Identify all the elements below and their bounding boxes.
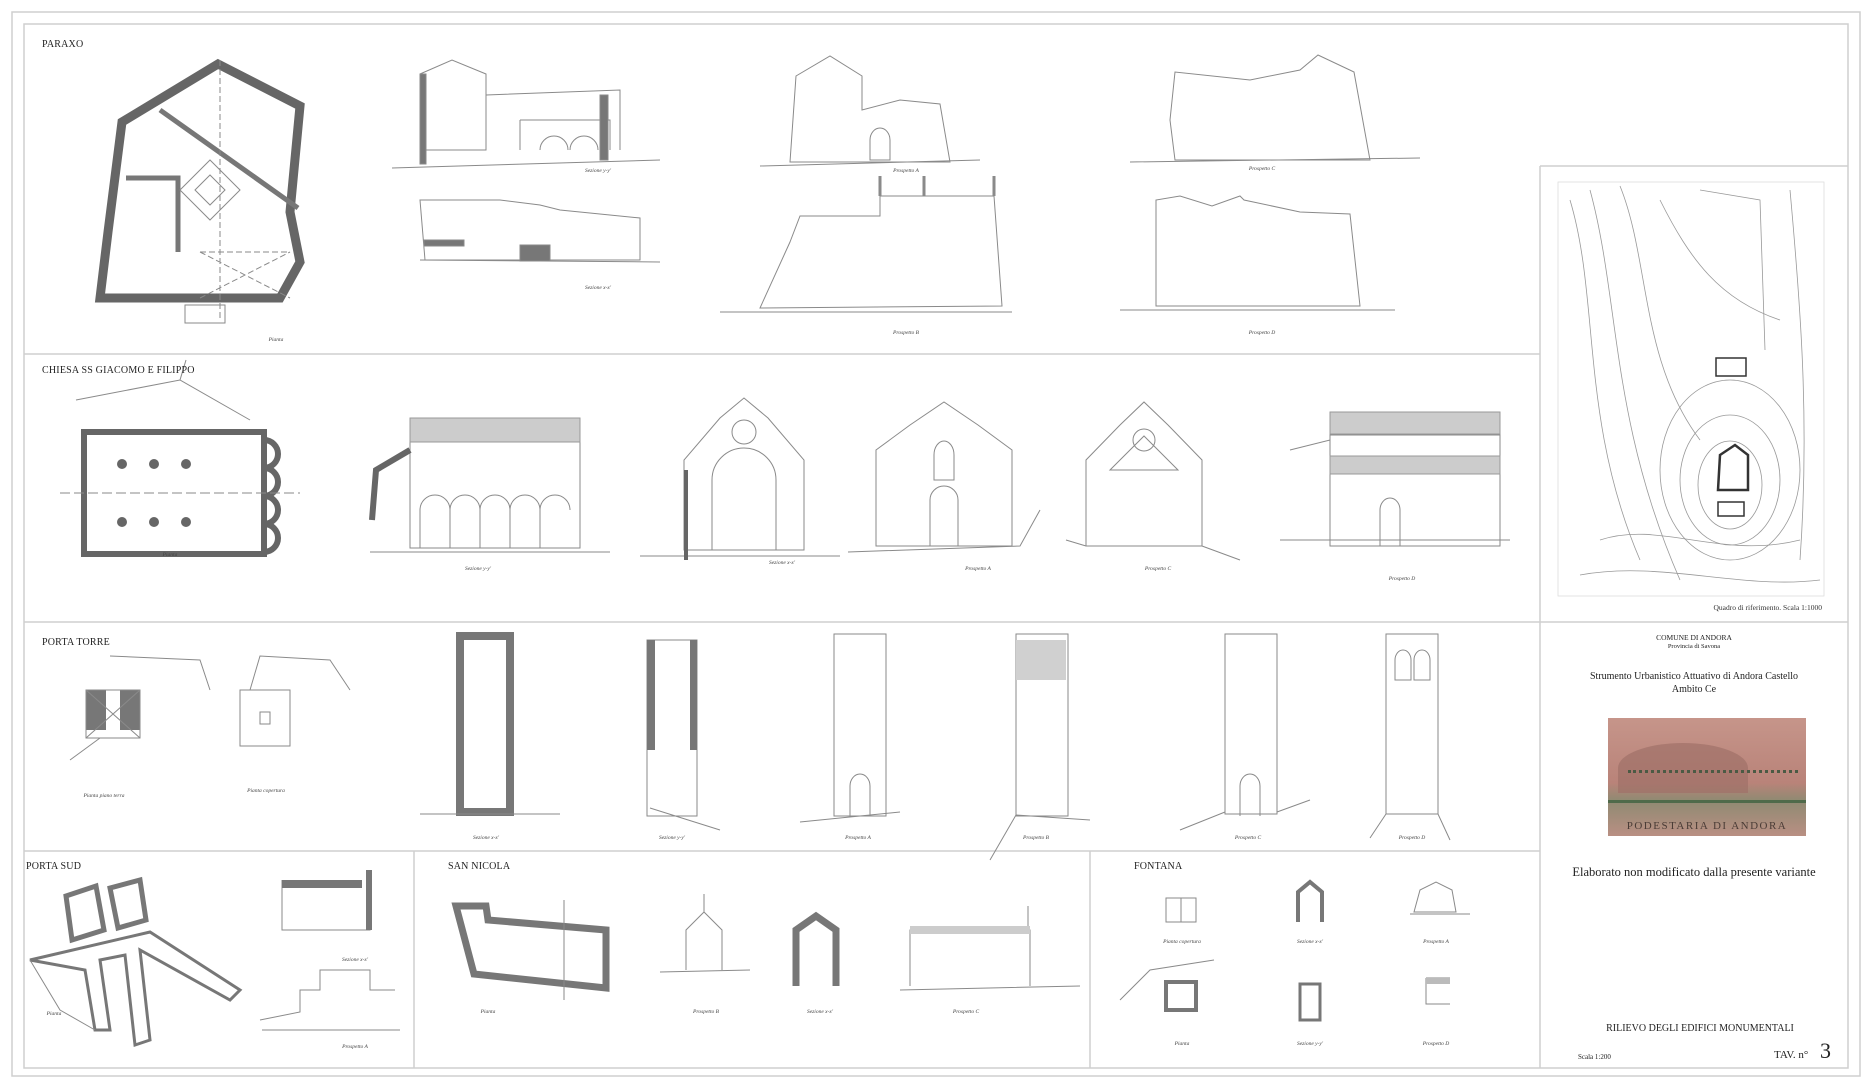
caption-fontana-pianta-copertura: Pianta copertura xyxy=(1163,939,1201,945)
tav-label: TAV. n° xyxy=(1774,1049,1809,1061)
tav-number: 3 xyxy=(1820,1038,1831,1063)
paraxo-elevations-drawing xyxy=(720,54,1421,313)
porta-torre-plans-drawing xyxy=(69,655,351,761)
caption-porta-torre-sezione-xx: Sezione x-x' xyxy=(472,835,500,841)
scale-label: Scala 1:200 xyxy=(1578,1053,1611,1061)
caption-paraxo-prospetto-d: Prospetto D xyxy=(1248,330,1276,336)
strumento-label: Strumento Urbanistico Attuativo di Andor… xyxy=(1589,671,1799,682)
chiesa-sections-drawing xyxy=(369,397,840,560)
reference-map xyxy=(1557,181,1825,597)
caption-san-nicola-sezione-xx: Sezione x-x' xyxy=(806,1009,834,1015)
chiesa-elevations-drawing xyxy=(847,401,1510,561)
section-title-chiesa: CHIESA SS GIACOMO E FILIPPO xyxy=(42,365,195,376)
sheet-frame xyxy=(11,11,1861,1077)
caption-fontana-pianta: Pianta xyxy=(1174,1041,1190,1047)
caption-porta-torre-prospetto-a: Prospetto A xyxy=(845,835,871,841)
caption-chiesa-sezione-yy: Sezione y-y' xyxy=(464,566,492,572)
caption-porta-sud-pianta: Pianta xyxy=(46,1011,62,1017)
caption-chiesa-prospetto-d: Prospetto D xyxy=(1388,576,1416,582)
caption-porta-torre-pianta-copertura: Pianta copertura xyxy=(247,788,285,794)
chiesa-plan-drawing xyxy=(60,359,300,557)
section-title-fontana: FONTANA xyxy=(1134,861,1183,872)
provincia-label: Provincia di Savona xyxy=(1667,643,1721,650)
caption-paraxo-sezione-xx: Sezione x-x' xyxy=(584,285,612,291)
paraxo-plan-drawing xyxy=(94,58,305,324)
caption-san-nicola-pianta: Pianta xyxy=(480,1009,496,1015)
caption-fontana-prospetto-a: Prospetto A xyxy=(1423,939,1449,945)
ambito-label: Ambito Ce xyxy=(1671,684,1717,695)
caption-chiesa-prospetto-a: Prospetto A xyxy=(965,566,991,572)
caption-porta-sud-prospetto-a: Prospetto A xyxy=(342,1044,368,1050)
caption-paraxo-pianta: Pianta xyxy=(268,337,284,343)
section-title-paraxo: PARAXO xyxy=(42,39,84,50)
caption-porta-torre-prospetto-d: Prospetto D xyxy=(1398,835,1426,841)
caption-chiesa-pianta: Pianta xyxy=(162,552,178,558)
caption-paraxo-sezione-yy: Sezione y-y' xyxy=(584,168,612,174)
caption-chiesa-prospetto-c: Prospetto C xyxy=(1144,566,1172,572)
section-title-porta-torre: PORTA TORRE xyxy=(42,637,110,648)
caption-porta-torre-sezione-yy: Sezione y-y' xyxy=(658,835,686,841)
caption-paraxo-prospetto-b: Prospetto B xyxy=(893,330,919,336)
caption-porta-sud-sezione-xx: Sezione x-x' xyxy=(341,957,369,963)
caption-san-nicola-prospetto-b: Prospetto B xyxy=(693,1009,719,1015)
caption-chiesa-sezione-xx: Sezione x-x' xyxy=(768,560,796,566)
caption-fontana-sezione-yy: Sezione y-y' xyxy=(1296,1041,1324,1047)
caption-fontana-prospetto-d: Prospetto D xyxy=(1422,1041,1450,1047)
caption-porta-torre-pianta-piano-terra: Pianta piano terra xyxy=(83,793,125,799)
section-title-porta-sud: PORTA SUD xyxy=(26,861,82,872)
section-title-san-nicola: SAN NICOLA xyxy=(448,861,511,872)
porta-sud-drawing xyxy=(29,870,400,1048)
paraxo-sections-drawing xyxy=(391,59,661,263)
variant-note: Elaborato non modificato dalla presente … xyxy=(1572,865,1816,879)
caption-san-nicola-prospetto-c: Prospetto C xyxy=(952,1009,980,1015)
caption-paraxo-prospetto-c: Prospetto C xyxy=(1248,166,1276,172)
podestaria-painting: PODESTARIA DI ANDORA xyxy=(1608,718,1806,836)
porta-torre-elevations-drawing xyxy=(420,632,1451,861)
comune-label: COMUNE DI ANDORA xyxy=(1656,633,1732,642)
map-caption: Quadro di riferimento. Scala 1:1000 xyxy=(1713,603,1822,612)
caption-porta-torre-prospetto-c: Prospetto C xyxy=(1234,835,1262,841)
caption-porta-torre-prospetto-b: Prospetto B xyxy=(1023,835,1049,841)
sheet-title: RILIEVO DEGLI EDIFICI MONUMENTALI xyxy=(1606,1023,1794,1034)
caption-paraxo-prospetto-a: Prospetto A xyxy=(893,168,919,174)
san-nicola-drawing xyxy=(451,894,1081,1000)
fontana-drawing xyxy=(1119,879,1470,1022)
caption-fontana-sezione-xx: Sezione x-x' xyxy=(1296,939,1324,945)
painting-label: PODESTARIA DI ANDORA xyxy=(1626,820,1788,832)
